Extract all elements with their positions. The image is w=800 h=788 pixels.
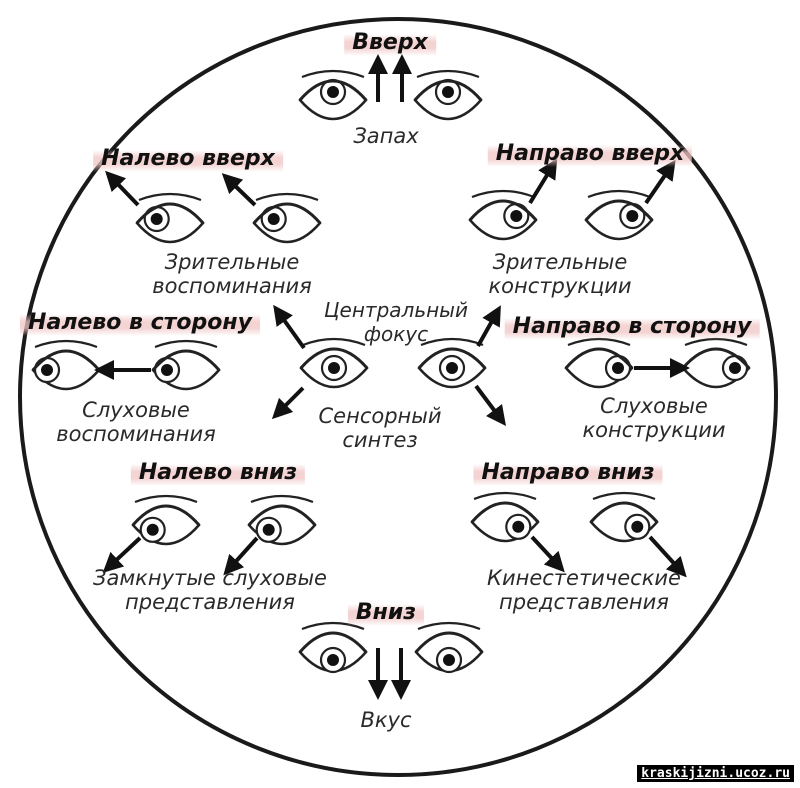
header-down-left: Налево вниз: [130, 460, 306, 486]
label-kinesthetic: Кинестетические представления: [487, 566, 681, 614]
header-up-left: Налево вверх: [93, 146, 283, 172]
label-auditory-memories-line1: Слуховые: [82, 398, 190, 422]
label-auditory-constructs: Слуховые конструкции: [582, 394, 725, 442]
watermark: kraskijizni.ucoz.ru: [637, 765, 794, 782]
label-visual-constructs-line1: Зрительные: [492, 250, 628, 274]
arrow-down-left-2: [223, 536, 259, 576]
label-closed-auditory: Замкнутые слуховые представления: [93, 566, 327, 614]
arrow-up-right-2: [644, 159, 676, 205]
header-up-right: Направо вверх: [487, 141, 693, 167]
header-down-right: Направо вниз: [473, 460, 663, 486]
outer-circle: [18, 17, 778, 777]
eye-up-right-b: [584, 189, 654, 241]
label-auditory-constructs-line1: Слуховые: [600, 394, 708, 418]
label-visual-memories-line2: воспоминания: [152, 274, 312, 298]
label-visual-memories: Зрительные воспоминания: [152, 250, 311, 298]
eye-side-right-b: [681, 337, 751, 389]
label-central-focus: Центральный фокус: [324, 298, 468, 346]
eye-down-left-b: [247, 494, 317, 546]
eye-side-right-a: [564, 337, 634, 389]
eye-center-right: [417, 337, 487, 389]
arrow-down-right-2: [648, 535, 687, 578]
label-sensory-synthesis-line2: синтез: [342, 428, 418, 452]
eye-side-left-b: [151, 339, 221, 391]
label-visual-memories-line1: Зрительные: [164, 250, 300, 274]
label-closed-auditory-line1: Замкнутые слуховые: [93, 566, 327, 590]
eye-down-right-b: [589, 491, 659, 543]
label-sensory-synthesis: Сенсорный синтез: [319, 404, 442, 452]
label-auditory-memories: Слуховые воспоминания: [56, 398, 215, 446]
arrow-center-up-left: [273, 304, 306, 350]
eye-down-left: [298, 621, 368, 674]
arrow-up-right-1: [528, 158, 558, 205]
header-down: Вниз: [347, 600, 425, 626]
arrow-up-left-2: [221, 173, 257, 207]
label-smell: Запах: [353, 124, 419, 148]
arrow-center-down-right: [474, 384, 506, 426]
eye-up-right: [413, 69, 483, 121]
label-taste: Вкус: [360, 708, 412, 732]
label-sensory-synthesis-line1: Сенсорный: [318, 404, 442, 428]
eye-down-right-a: [470, 491, 540, 543]
label-visual-constructs: Зрительные конструкции: [488, 250, 631, 298]
header-up: Вверх: [344, 30, 436, 56]
arrow-down-left-1: [102, 536, 142, 573]
eye-down-left-a: [131, 494, 201, 546]
eye-up-left: [298, 69, 368, 121]
eye-center-left: [299, 337, 369, 389]
arrow-down-right-1: [530, 535, 565, 573]
header-side-right: Направо в сторону: [504, 314, 760, 340]
arrow-center-up-right: [476, 305, 501, 347]
header-side-left: Налево в сторону: [20, 310, 260, 336]
label-auditory-memories-line2: воспоминания: [56, 422, 216, 446]
label-auditory-constructs-line2: конструкции: [582, 418, 726, 442]
label-kinesthetic-line1: Кинестетические: [487, 566, 681, 590]
label-kinesthetic-line2: представления: [499, 590, 669, 614]
eye-up-left-b: [252, 192, 322, 244]
label-visual-constructs-line2: конструкции: [488, 274, 632, 298]
label-central-focus-line1: Центральный: [324, 298, 468, 322]
eye-down-right: [414, 621, 484, 674]
arrow-up-left-1: [105, 170, 140, 207]
eye-side-left-a: [31, 339, 101, 391]
label-closed-auditory-line2: представления: [125, 590, 295, 614]
eye-up-right-a: [468, 189, 538, 241]
arrow-center-down-left: [271, 386, 305, 420]
eye-up-left-a: [135, 192, 205, 244]
label-central-focus-line2: фокус: [363, 322, 429, 346]
